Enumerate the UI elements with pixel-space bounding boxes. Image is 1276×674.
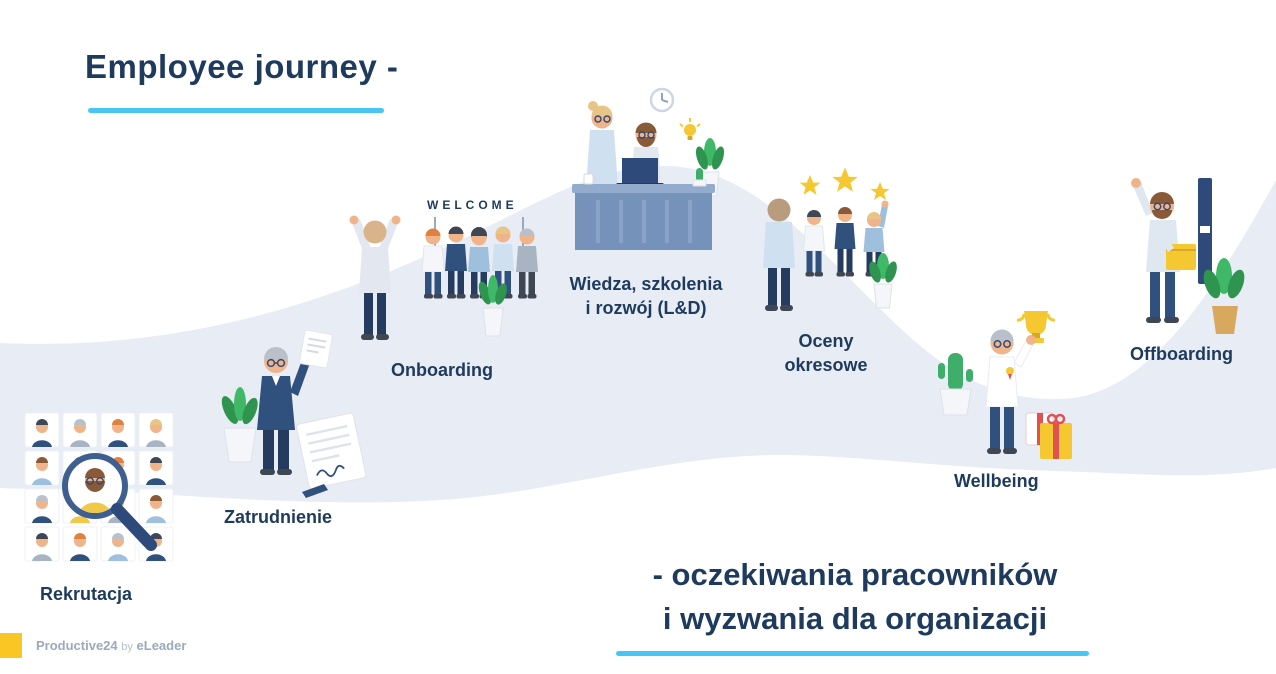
brand-square [0,633,22,658]
stage-label-oceny: Oceny okresowe [784,331,868,375]
clock-icon [649,87,675,113]
footer-logo: Productive24 by eLeader [0,633,186,658]
contract-document-icon [296,412,366,490]
onboarding-illustration [349,215,538,340]
stage-label-rekrutacja: Rekrutacja [40,584,133,604]
reviews-illustration [763,168,897,311]
new-employee-figure [349,215,401,340]
plant-icon [869,253,897,309]
brand-company: eLeader [136,638,187,653]
recruitment-illustration [24,412,174,562]
subtitle-line2: i wyzwania dla organizacji [662,601,1048,637]
happy-employee-figure [985,329,1036,454]
stage-label-offboarding: Offboarding [1130,344,1233,364]
welcome-sign: WELCOME [427,198,518,212]
team-member-figures [802,200,889,277]
plant-icon [221,387,258,463]
cactus-icon [938,353,973,416]
plant-icon [478,275,507,337]
pen-icon [302,484,328,498]
wellbeing-illustration [938,311,1072,459]
desk [572,184,715,250]
plant-icon [1203,258,1245,334]
rating-stars-icon [799,168,890,201]
employee-with-contract-figure [257,330,333,475]
offboarding-illustration [1131,178,1245,334]
gift-boxes-icon [1025,412,1072,459]
stage-label-onboarding: Onboarding [391,360,493,380]
page-title: Employee journey - [85,48,399,85]
stage-label-wellbeing: Wellbeing [954,471,1039,491]
subtitle-line1: - oczekiwania pracowników [652,557,1058,592]
brand-by: by [121,641,133,653]
brand-name: Productive24 [36,638,118,653]
manager-back-figure [763,198,795,311]
magnifier-icon [62,453,157,551]
laptop-icon [616,158,664,188]
subtitle: - oczekiwania pracowników i wyzwania dla… [555,553,1155,641]
welcome-team-group [421,226,538,299]
title-underline [88,108,384,113]
door-icon [1198,178,1212,284]
coffee-cup-icon [583,173,597,185]
trophy-icon [1016,311,1056,343]
trainer-woman-figure [586,101,618,188]
stage-label-zatrudnienie: Zatrudnienie [224,507,333,527]
subtitle-underline [616,651,1089,656]
idea-bulb-icon [679,118,701,140]
desk-cactus-icon [692,168,707,187]
training-illustration [572,87,725,250]
employment-illustration [221,330,366,498]
stage-label-wiedza: Wiedza, szkolenia i rozwój (L&D) [569,274,723,318]
leaving-employee-figure [1131,178,1196,323]
brand-text: Productive24 by eLeader [36,638,186,653]
